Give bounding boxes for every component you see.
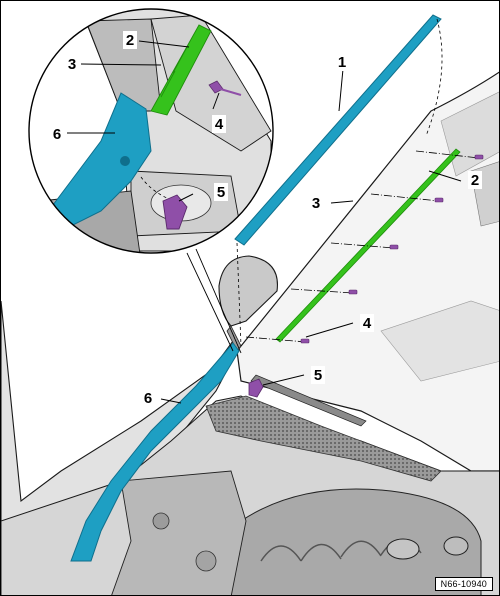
oil-filler-cap [386,538,420,560]
engine-bay-left [111,470,247,595]
inset-callout-3: 3 [68,56,76,73]
retaining-clips [300,154,484,344]
roof-moulding [234,14,442,246]
inset-trim-hole [120,156,130,166]
inset-link-line [195,248,242,354]
bolt [195,550,217,572]
callout-6: 6 [144,390,152,407]
inset-pillar-trim [40,92,152,232]
inset-callout-4: 4 [215,116,224,133]
guide-lines [245,150,480,343]
drawing-reference-code: N66-10940 [434,577,493,591]
wiper-arm [250,374,367,427]
inset-border [28,8,274,254]
callout-5: 5 [314,367,322,384]
callout-3: 3 [312,195,320,212]
mounting-clip [248,378,264,398]
phantom-line [425,18,443,137]
inset-link-line [186,252,234,352]
callout-2: 2 [471,172,479,189]
callouts-main: 1 2 3 4 5 6 [141,53,482,407]
inset-mounting-clip [162,194,188,230]
inset-callout-6: 6 [53,126,61,143]
inset-phantom-line [140,176,170,200]
phantom-line [236,242,242,347]
callout-4: 4 [363,315,372,332]
callouts-inset: 2 3 4 5 6 [50,31,228,201]
glass-reflection [380,300,499,382]
detail-inset [28,8,274,254]
inset-callout-2: 2 [126,32,134,49]
callout-1: 1 [338,54,346,71]
inset-callout-5: 5 [217,184,225,201]
adhesive-strip [275,148,461,343]
pillar-trim-panel [70,342,240,562]
bolt [152,512,170,530]
inset-clip-pin [216,87,242,96]
cowl-grille [205,395,442,482]
main-view [1,14,499,595]
coolant-cap [443,536,469,556]
